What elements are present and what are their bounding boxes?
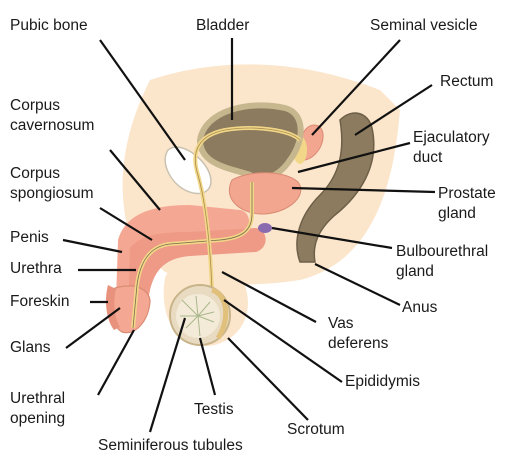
- label-seminal-vesicle: Seminal vesicle: [370, 17, 478, 34]
- label-urethral-opening-line2: opening: [10, 410, 66, 427]
- rectum-shape: [296, 112, 375, 263]
- leader-penis: [62, 238, 123, 254]
- label-corpus-spongiosum-line1: Corpus: [10, 165, 60, 182]
- leader-glans: [65, 307, 121, 349]
- leader-testis: [198, 337, 217, 396]
- leader-seminal-vesicle: [311, 39, 401, 136]
- label-bulbourethral-gland: Bulbourethral gland: [396, 242, 488, 282]
- label-rectum: Rectum: [440, 73, 494, 90]
- leader-lines: [62, 38, 436, 433]
- bladder-shape: [196, 102, 304, 182]
- label-prostate-gland-line1: Prostate: [438, 185, 496, 202]
- label-corpus-cavernosum: Corpus cavernosum: [10, 96, 94, 136]
- bulbourethral-gland-shape: [258, 223, 272, 233]
- label-vas-deferens: Vas deferens: [328, 314, 388, 354]
- label-prostate-gland: Prostate gland: [438, 184, 496, 224]
- prostate-shape: [228, 172, 302, 215]
- label-testis: Testis: [194, 401, 234, 418]
- label-urethra: Urethra: [10, 260, 62, 277]
- label-vas-deferens-line1: Vas: [328, 315, 354, 332]
- vas-deferens-outline: [194, 127, 301, 291]
- label-corpus-spongiosum-line2: spongiosum: [10, 185, 94, 202]
- leader-seminiferous-tubules: [148, 317, 187, 433]
- leader-rectum: [354, 84, 433, 136]
- label-glans: Glans: [10, 339, 51, 356]
- label-ejaculatory-duct-line2: duct: [413, 149, 443, 166]
- label-epididymis: Epididymis: [345, 373, 420, 390]
- label-urethral-opening: Urethral opening: [10, 389, 65, 429]
- label-urethral-opening-line1: Urethral: [10, 390, 66, 407]
- label-corpus-cavernosum-line1: Corpus: [10, 97, 60, 114]
- seminiferous-tubules-shape: [180, 295, 215, 337]
- urethra-tube-outline: [132, 182, 253, 329]
- leader-anus: [314, 263, 401, 306]
- label-vas-deferens-line2: deferens: [328, 335, 389, 352]
- leader-prostate-gland: [291, 186, 436, 194]
- label-foreskin: Foreskin: [10, 293, 70, 310]
- label-ejaculatory-duct: Ejaculatory duct: [413, 128, 490, 168]
- corpus-cavernosum-shape: [116, 205, 249, 300]
- label-bladder: Bladder: [196, 17, 250, 34]
- label-prostate-gland-line2: gland: [438, 205, 476, 222]
- foreskin-shape: [106, 285, 120, 330]
- leader-bulbourethral-gland: [271, 226, 393, 250]
- leader-ejaculatory-duct: [297, 141, 411, 174]
- leader-corpus-spongiosum: [99, 207, 153, 241]
- corpus-spongiosum-shape: [128, 228, 266, 315]
- label-corpus-spongiosum: Corpus spongiosum: [10, 164, 94, 204]
- label-ejaculatory-duct-line1: Ejaculatory: [413, 129, 490, 146]
- label-seminiferous-tubules: Seminiferous tubules: [98, 437, 243, 454]
- label-pubic-bone: Pubic bone: [10, 17, 88, 34]
- leader-vas-deferens: [221, 271, 317, 323]
- leader-scrotum: [227, 337, 309, 421]
- leader-urethral-opening: [97, 329, 135, 396]
- label-anus: Anus: [402, 299, 438, 316]
- label-bulbourethral-gland-line1: Bulbourethral: [396, 243, 489, 260]
- label-bulbourethral-gland-line2: gland: [396, 263, 434, 280]
- leader-epididymis: [223, 299, 343, 383]
- leader-corpus-cavernosum: [109, 149, 161, 211]
- label-penis: Penis: [10, 229, 49, 246]
- label-scrotum: Scrotum: [287, 421, 345, 438]
- label-corpus-cavernosum-line2: cavernosum: [10, 117, 95, 134]
- epididymis-shape: [210, 287, 229, 340]
- leader-pubic-bone: [99, 39, 186, 161]
